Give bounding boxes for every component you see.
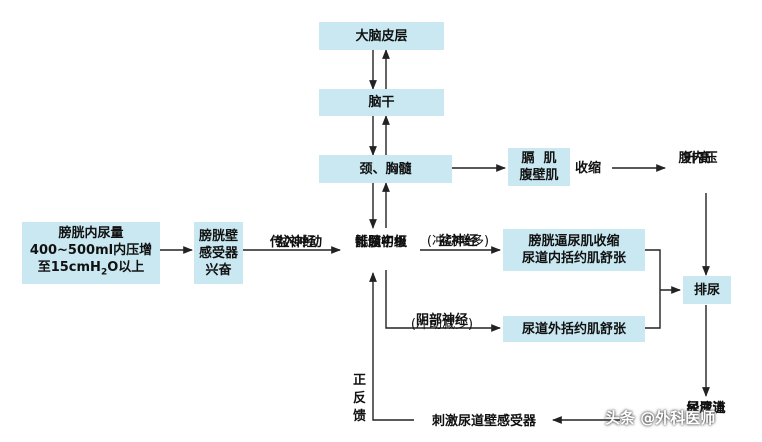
pelvic-efferent-line2: (冲动增多): [426, 234, 490, 249]
detrusor-line1: 膀胱逼尿肌收缩: [528, 234, 620, 249]
pelvic-efferent-line1: 盆神经: [438, 234, 478, 249]
pudendal-line2: (冲动减少): [410, 317, 474, 332]
external-sphincter-label: 尿道外括约肌舒张: [521, 321, 626, 337]
connector-detrusor: [645, 249, 661, 290]
feedback-line: [369, 272, 414, 421]
connector-external: [645, 290, 661, 329]
cortex-label: 大脑皮层: [355, 28, 408, 44]
cortex-box: 大脑皮层: [319, 22, 444, 50]
detrusor-line2: 尿道内括约肌舒张: [521, 251, 626, 266]
receptor-line2: 感受器: [198, 245, 238, 261]
bladder-volume-line1: 膀胱内尿量: [58, 225, 124, 241]
diaphragm-label: 膈 肌: [521, 151, 557, 166]
contraction-label: 收缩: [575, 161, 602, 176]
detrusor-box: 膀胱逼尿肌收缩 尿道内括约肌舒张: [503, 229, 645, 271]
bladder-volume-box: 膀胱内尿量 400~500ml内压增 至15cmH2O以上: [22, 222, 160, 284]
cervical-thoracic-label: 颈、胸髓: [359, 161, 412, 177]
arrow-to-external: [385, 270, 501, 332]
receptor-line1: 膀胱壁: [198, 228, 238, 244]
pelvic-afferent-line1: 盆神经: [276, 235, 316, 250]
urine-flow-line1: 尿液流: [686, 401, 726, 416]
cervical-thoracic-box: 颈、胸髓: [319, 155, 452, 183]
urethra-receptor-label: 刺激尿道壁感受器: [431, 413, 536, 429]
brainstem-label: 脑干: [368, 95, 395, 110]
pudendal-line1: 阴部神经: [415, 313, 468, 328]
pressure-prefix: 至15cmH: [37, 259, 101, 275]
bladder-volume-line2: 400~500ml内压增: [29, 242, 153, 258]
positive-feedback-label: 正反馈: [353, 373, 367, 424]
abdominal-muscles-box: 膈 肌 腹壁肌: [508, 148, 570, 186]
abdominal-wall-label: 腹壁肌: [519, 168, 559, 183]
sacral-center-line2: 排尿中枢: [354, 235, 407, 250]
receptor-line3: 兴奋: [205, 262, 232, 278]
urethra-receptor-box: 刺激尿道壁感受器: [416, 408, 552, 434]
urination-label: 排尿: [693, 282, 720, 298]
watermark: 头条 @外科医师: [605, 409, 716, 427]
abdominal-pressure-line1: 腹内压: [678, 151, 718, 166]
urination-box: 排尿: [683, 276, 731, 304]
bladder-receptor-box: 膀胱壁 感受器 兴奋: [194, 222, 243, 284]
brainstem-box: 脑干: [319, 89, 444, 116]
urine-flow-line2: 经尿道: [686, 401, 726, 416]
external-sphincter-box: 尿道外括约肌舒张: [503, 316, 645, 342]
bladder-volume-line3: 至15cmH2O以上: [38, 259, 145, 282]
sacral-center-line1: 骶髓初级: [354, 235, 407, 250]
pressure-subscript: 2: [100, 267, 108, 278]
pressure-suffix: O以上: [107, 259, 145, 275]
pelvic-afferent-line2: 传入冲动: [269, 235, 322, 250]
abdominal-pressure-line2: 升高: [684, 151, 711, 166]
